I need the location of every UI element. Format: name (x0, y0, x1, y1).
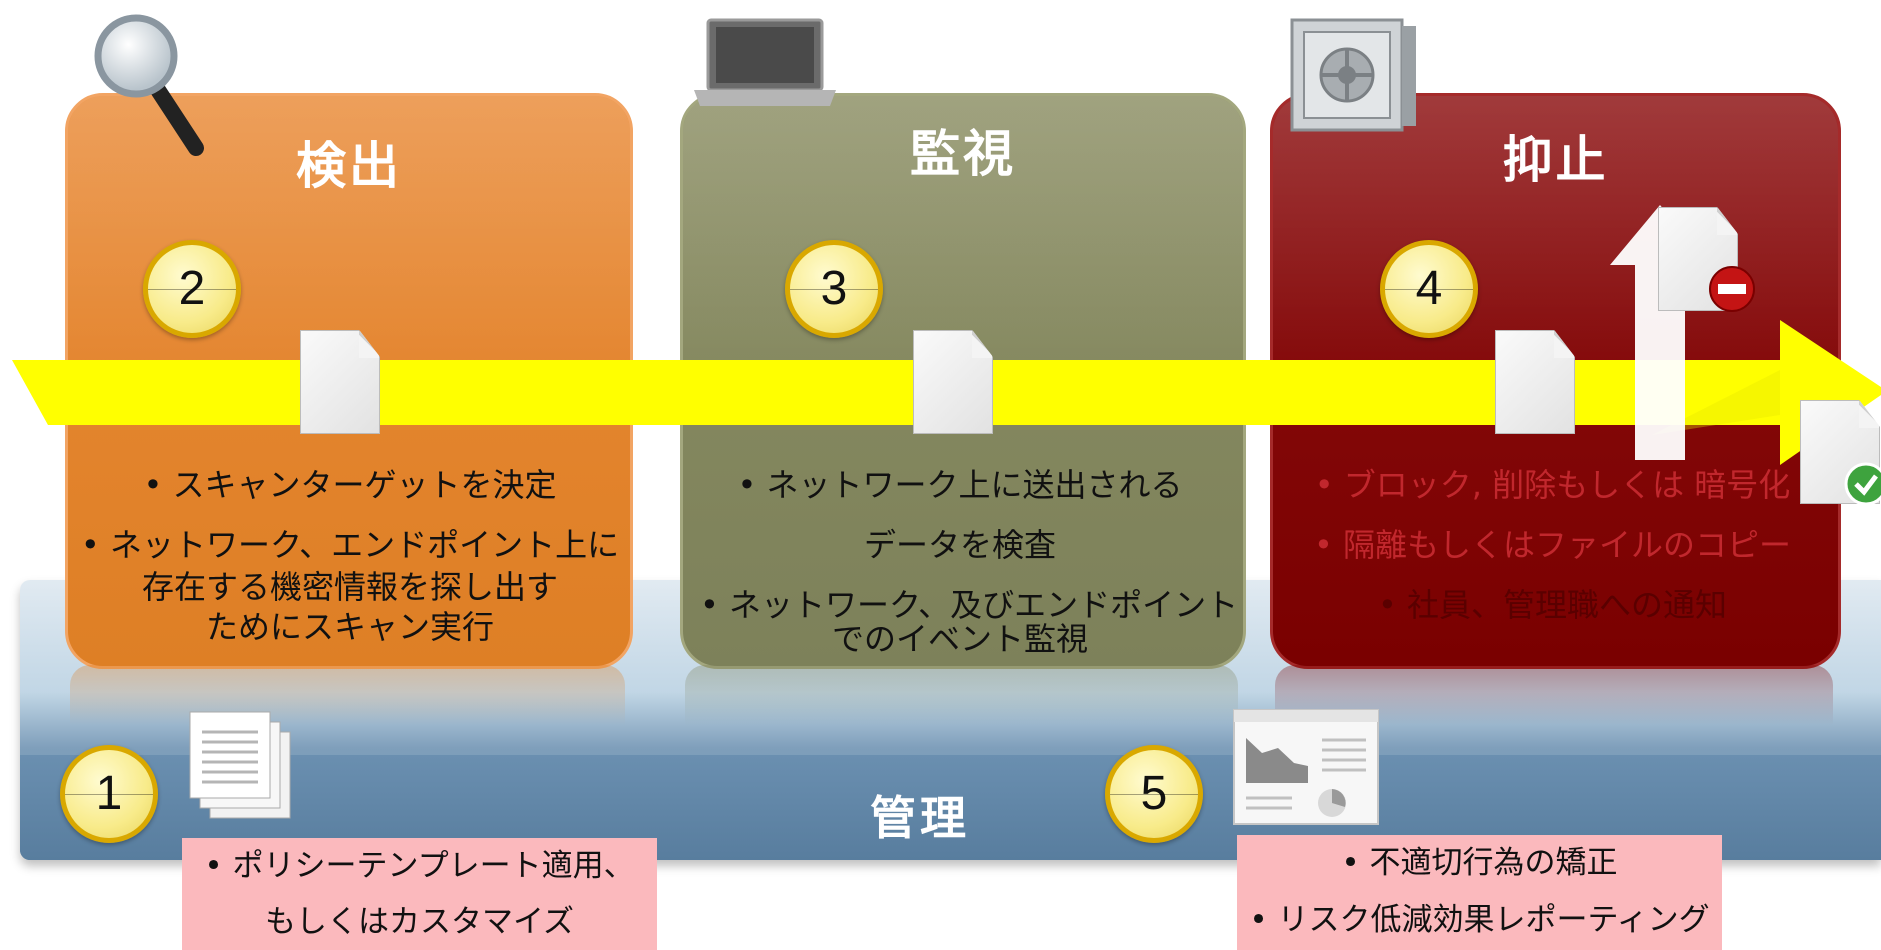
stop-description: • ブロック, 削除もしくは 暗号化 • 隔離もしくはファイルのコピー • 社員… (1290, 455, 1815, 635)
detect-bullet: • スキャンターゲットを決定 (143, 466, 557, 504)
step-2-badge: 2 (143, 240, 241, 338)
stop-bullet: • ブロック, 削除もしくは 暗号化 (1314, 466, 1791, 504)
monitor-bullet: データを検査 (863, 526, 1056, 564)
detect-bullet: ためにスキャン実行 (205, 608, 494, 646)
management-title: 管理 (870, 791, 970, 845)
monitor-bullet: • ネットワーク、及びエンドポイント (700, 586, 1239, 624)
detect-bullet: 存在する機密情報を探し出す (141, 568, 558, 606)
step-1-bullet: もしくはカスタマイズ (264, 904, 575, 940)
stop-bullet: • 隔離もしくはファイルのコピー (1313, 526, 1792, 564)
monitor-reflection (685, 665, 1238, 725)
step-3-badge: 3 (785, 240, 883, 338)
monitor-description: • ネットワーク上に送出される データを検査 • ネットワーク、及びエンドポイン… (700, 455, 1239, 658)
detect-bullet: • ネットワーク、エンドポイント上に (80, 526, 620, 564)
step-1-note: • ポリシーテンプレート適用、 もしくはカスタマイズ (182, 838, 657, 950)
step-4-badge: 4 (1380, 240, 1478, 338)
document-icon (1495, 330, 1575, 434)
detect-description: • スキャンターゲットを決定 • ネットワーク、エンドポイント上に 存在する機密… (80, 455, 620, 647)
laptop-icon (694, 18, 836, 106)
step-1-bullet: • ポリシーテンプレート適用、 (204, 848, 635, 884)
monitor-bullet: でのイベント監視 (831, 620, 1088, 658)
step-5-bullet: • リスク低減効果レポーティング (1249, 902, 1710, 938)
step-5-bullet: • 不適切行為の矯正 (1341, 845, 1618, 881)
report-icon (189, 711, 291, 819)
document-icon (913, 330, 993, 434)
monitor-title: 監視 (910, 125, 1016, 183)
magnifier-icon (94, 14, 204, 156)
monitor-bullet: • ネットワーク上に送出される (737, 466, 1183, 504)
detect-reflection (70, 665, 625, 725)
dashboard-icon (1233, 709, 1379, 825)
document-icon (300, 330, 380, 434)
safe-icon (1290, 18, 1416, 132)
step-5-note: • 不適切行為の矯正 • リスク低減効果レポーティング (1237, 835, 1722, 950)
block-icon (1709, 266, 1755, 312)
stop-bullet: • 社員、管理職への通知 (1377, 586, 1728, 624)
step-5-badge: 5 (1105, 745, 1203, 843)
step-1-badge: 1 (60, 745, 158, 843)
check-icon (1844, 462, 1881, 506)
